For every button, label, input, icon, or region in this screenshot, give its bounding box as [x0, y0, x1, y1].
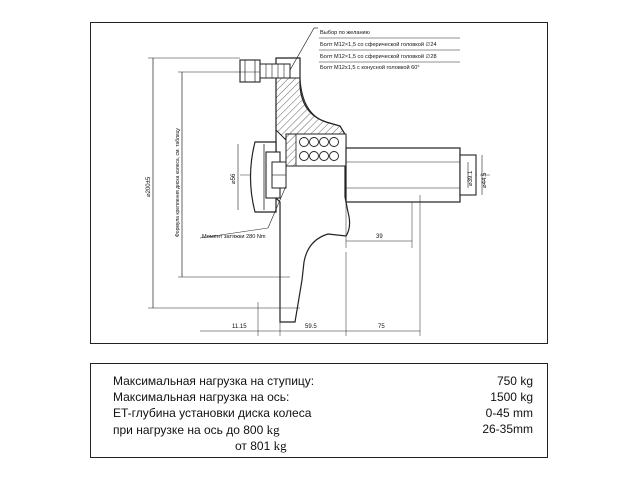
bolt-option-1: Болт М12×1,5 со сферической головкой ∅24	[320, 41, 437, 48]
bolt-option-3: Болт М12х1,5 с конусной головкой 60°	[320, 64, 420, 71]
dim-hub-bore-label: ⌀56	[231, 173, 237, 184]
dim-75-label: 75	[378, 324, 385, 330]
drawing-border	[90, 22, 548, 344]
spec-label: от 801 kg	[235, 438, 287, 453]
technical-drawing: Выбор по желанию Болт М12×1,5 со сфериче…	[90, 22, 548, 344]
dim-11-15-label: 11.15	[232, 324, 247, 330]
dim-bolt-circle-label: ⌀200±5	[146, 176, 152, 197]
torque-label: Момент затяжки 280 Nm	[202, 234, 266, 240]
spec-value: 26-35mm	[482, 422, 533, 436]
bearing-seal	[285, 133, 297, 167]
spec-row-hub-load: Максимальная нагрузка на ступицу: 750 kg	[91, 374, 547, 390]
dim-59-5-label: 59.5	[305, 324, 317, 330]
spec-table: Максимальная нагрузка на ступицу: 750 kg…	[90, 363, 548, 458]
vertical-note: Формула крепления диска колеса, см. табл…	[175, 128, 181, 237]
hub-drawing-svg: Выбор по желанию Болт М12×1,5 со сфериче…	[90, 22, 548, 344]
spec-label: Максимальная нагрузка на ось:	[113, 390, 290, 404]
spec-label: при нагрузке на ось до 800 kg	[113, 422, 280, 437]
torque-leader	[267, 185, 287, 229]
spec-value: 750 kg	[496, 374, 533, 388]
dim-axle-d2: ⌀44.5	[482, 172, 488, 188]
dim-axle-d1: ⌀39.1	[468, 170, 474, 186]
bearing-balls	[299, 137, 339, 161]
spec-row-from-801: от 801 kg	[91, 438, 547, 454]
spec-row-axle-load: Максимальная нагрузка на ось: 1500 kg	[91, 390, 547, 406]
spec-value: 0-45 mm	[485, 406, 533, 420]
wheel-bolt	[239, 59, 291, 83]
dim-39-label: 39	[376, 234, 383, 240]
axle-shaft	[345, 147, 461, 203]
bolt-options-heading: Выбор по желанию	[320, 30, 370, 36]
spec-row-et-up-to-800: при нагрузке на ось до 800 kg 26-35mm	[91, 422, 547, 438]
bolt-option-2: Болт М12×1,5 со сферической головкой ∅28	[320, 53, 437, 60]
spec-row-et-depth: ET-глубина установки диска колеса 0-45 m…	[91, 406, 547, 422]
spec-label: ET-глубина установки диска колеса	[113, 406, 312, 420]
spec-value: 1500 kg	[490, 390, 533, 404]
bolt-leader	[289, 27, 315, 71]
spec-label: Максимальная нагрузка на ступицу:	[113, 374, 315, 388]
